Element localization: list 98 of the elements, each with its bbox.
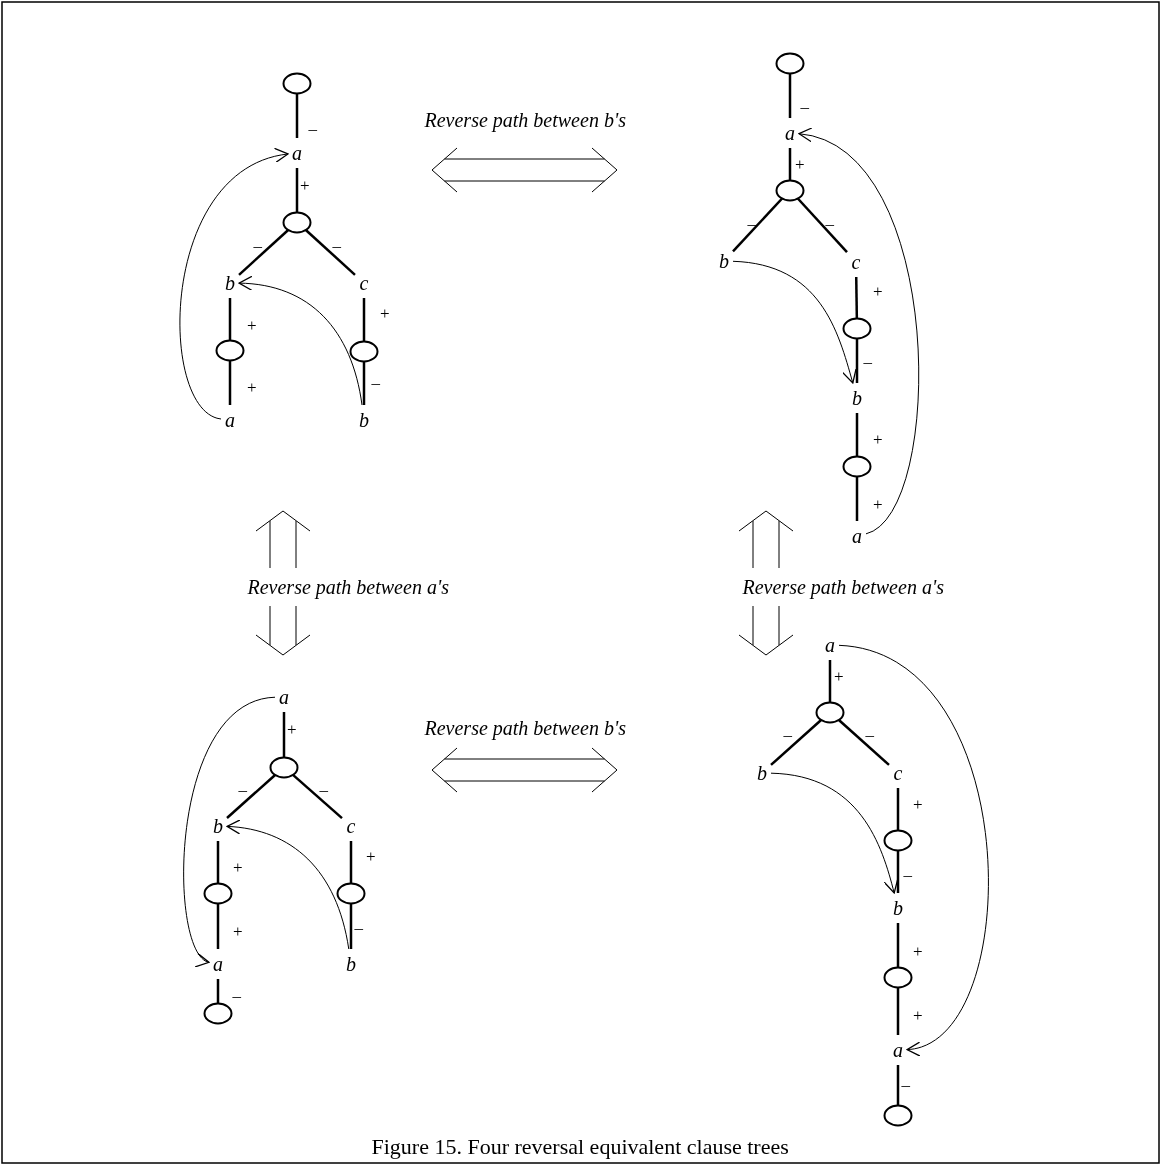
figure-caption: Figure 15. Four reversal equivalent clause trees — [371, 1134, 789, 1160]
sign-label: + — [287, 721, 297, 739]
tree-branch-line — [216, 979, 220, 1003]
literal-label: c — [342, 811, 360, 841]
literal-label: c — [847, 247, 865, 277]
curved-arrow — [838, 644, 989, 1053]
tree-branch-line — [855, 338, 859, 383]
literal-label: b — [715, 246, 733, 276]
sign-label: – — [901, 1076, 910, 1094]
sign-label: – — [308, 120, 317, 138]
clause-circle — [215, 338, 245, 362]
literal-label: b — [355, 405, 373, 435]
sign-label: – — [825, 215, 834, 233]
literal-label: a — [821, 630, 839, 660]
sign-label: + — [795, 156, 805, 174]
tree-branch-line — [362, 361, 366, 405]
tree-branch-line — [855, 413, 859, 456]
literal-label: a — [781, 118, 799, 148]
sign-label: – — [253, 237, 262, 255]
sign-label: + — [366, 848, 376, 866]
clause-circle — [775, 178, 805, 202]
curved-arrow — [179, 149, 289, 420]
tree-branch-line — [238, 228, 290, 276]
tree-branch-line — [282, 712, 286, 757]
curved-arrow — [798, 129, 920, 535]
tree-branch-line — [295, 93, 299, 138]
sign-label: – — [783, 726, 792, 744]
sign-label: – — [747, 215, 756, 233]
literal-label: b — [221, 268, 239, 298]
clause-circle — [883, 1103, 913, 1127]
literal-label: b — [753, 758, 771, 788]
literal-label: b — [342, 949, 360, 979]
tree-branch-line — [788, 148, 792, 180]
sign-label: + — [834, 668, 844, 686]
tree-branch-line — [304, 228, 356, 276]
sign-label: + — [913, 796, 923, 814]
sign-label: – — [903, 866, 912, 884]
tree-branch-line — [855, 476, 859, 521]
tree-branch-line — [349, 841, 353, 883]
tree-branch-line — [855, 277, 859, 319]
tree-branch-line — [770, 718, 823, 766]
sign-label: – — [232, 987, 241, 1005]
sign-label: + — [247, 379, 257, 397]
curved-arrow — [732, 260, 857, 384]
tree-branch-line — [837, 718, 890, 766]
sign-label: + — [873, 283, 883, 301]
sign-label: + — [873, 431, 883, 449]
tree-branch-line — [896, 923, 900, 967]
tree-branch-line — [896, 788, 900, 830]
literal-label: b — [848, 383, 866, 413]
tree-branch-line — [362, 298, 366, 341]
tree-branch-line — [896, 1065, 900, 1105]
curved-arrow — [238, 276, 363, 406]
curved-arrow — [770, 772, 899, 894]
clause-circle — [775, 51, 805, 75]
clause-circle — [349, 339, 379, 363]
tree-branch-line — [828, 660, 832, 702]
clause-circle — [842, 454, 872, 478]
literal-label: c — [355, 268, 373, 298]
sign-label: + — [873, 496, 883, 514]
tree-branch-line — [295, 168, 299, 212]
tree-branch-line — [228, 298, 232, 340]
sign-label: + — [913, 1007, 923, 1025]
sign-label: – — [865, 726, 874, 744]
literal-label: c — [889, 758, 907, 788]
literal-label: b — [889, 893, 907, 923]
tree-branch-line — [349, 903, 353, 949]
literal-label: a — [848, 521, 866, 551]
clause-circle — [203, 1001, 233, 1025]
sign-label: + — [300, 177, 310, 195]
sign-label: + — [913, 943, 923, 961]
sign-label: + — [380, 305, 390, 323]
sign-label: – — [332, 237, 341, 255]
clause-circle — [282, 71, 312, 95]
clause-circle — [842, 316, 872, 340]
tree-branch-line — [796, 197, 848, 254]
clause-circle — [336, 881, 366, 905]
literal-label: a — [275, 682, 293, 712]
sign-label: – — [800, 98, 809, 116]
tree-branch-line — [788, 73, 792, 118]
sign-label: – — [319, 781, 328, 799]
tree-branch-line — [291, 773, 343, 819]
clause-circle — [883, 965, 913, 989]
sign-label: – — [863, 353, 872, 371]
literal-label: a — [221, 405, 239, 435]
tree-branch-line — [732, 197, 784, 253]
tree-branch-line — [228, 360, 232, 405]
clause-circle — [815, 700, 845, 724]
sign-label: + — [247, 317, 257, 335]
clause-circle — [269, 755, 299, 779]
literal-label: a — [889, 1035, 907, 1065]
clause-circle — [883, 828, 913, 852]
tree-branch-line — [896, 850, 900, 893]
clause-circle — [282, 210, 312, 234]
sign-label: – — [371, 374, 380, 392]
tree-branch-line — [896, 987, 900, 1035]
literal-label: a — [288, 138, 306, 168]
sign-label: – — [354, 919, 363, 937]
